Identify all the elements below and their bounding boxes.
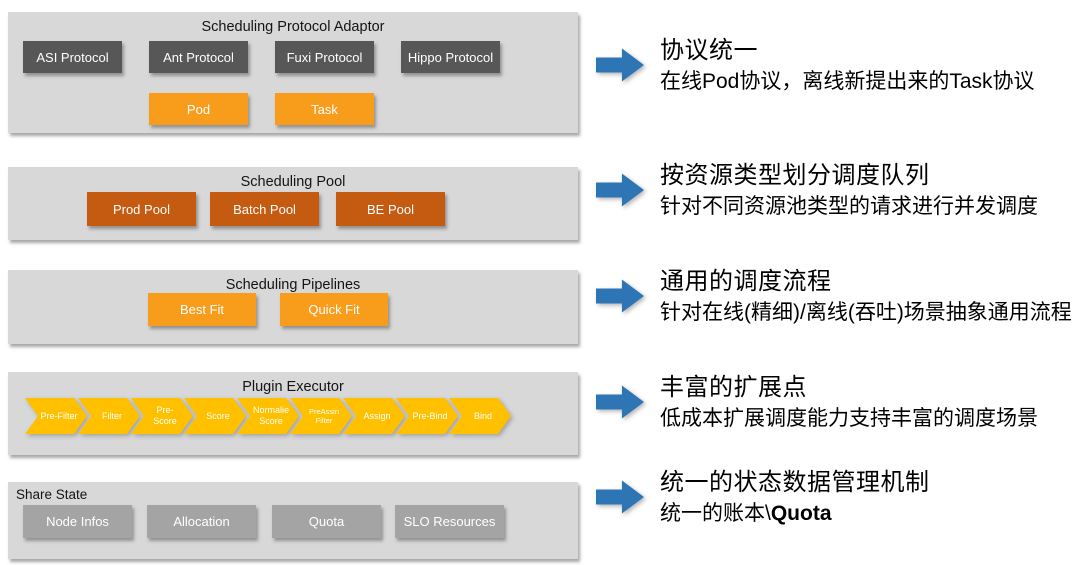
entity-box-pod: Pod [149,93,248,125]
stage-label: Score [206,410,230,421]
right-arrow-icon [596,479,644,515]
pool-box-batch: Batch Pool [210,192,319,226]
annotation-title: 协议统一 [660,36,758,64]
panel-title-scheduling-pipelines: Scheduling Pipelines [225,277,361,293]
stage-chevron-pre-bind: Pre-Bind [396,398,458,434]
right-arrow-icon [596,47,644,83]
state-box-node-infos: Node Infos [23,505,132,538]
right-arrow-icon [596,384,644,420]
stage-label: PreAssin [308,407,339,416]
protocol-box-hippo: Hippo Protocol [401,41,500,73]
annotation-extension-points: 丰富的扩展点 低成本扩展调度能力支持丰富的调度场景 [596,369,1038,435]
stage-label: Score [153,416,177,426]
stage-chevron-filter: Filter [78,398,140,434]
protocol-box-ant: Ant Protocol [149,41,248,73]
annotation-subtitle-bold: Quota [770,501,832,525]
pipeline-box-quick-fit: Quick Fit [280,293,388,326]
annotation-resource-queues: 按资源类型划分调度队列 针对不同资源池类型的请求进行并发调度 [596,157,1038,223]
panel-share-state: Share State Node Infos Allocation Quota … [8,482,578,559]
annotation-protocol-unification: 协议统一 在线Pod协议，离线新提出来的Task协议 [596,32,1035,98]
stage-label: Score [259,416,283,426]
panel-title-scheduling-pool: Scheduling Pool [240,174,346,190]
panel-scheduling-protocol-adaptor: Scheduling Protocol Adaptor ASI Protocol… [8,12,578,133]
stage-label: Pre- [156,405,174,416]
stage-chevron-pre-filter: Pre-Filter [25,398,87,434]
stage-chevron-assign: Assign [343,398,405,434]
stage-label: Filter [315,416,333,425]
stage-label: Pre-Bind [412,410,448,421]
stage-label: Filter [102,410,122,421]
stage-label: Assign [363,410,391,421]
protocol-box-asi: ASI Protocol [23,41,122,73]
entity-box-task: Task [275,93,374,125]
annotation-title: 统一的状态数据管理机制 [660,468,930,496]
stage-chevron-pre-score: Pre-Score [131,398,193,434]
pipeline-box-best-fit: Best Fit [148,293,256,326]
annotation-title: 通用的调度流程 [660,267,832,295]
state-box-allocation: Allocation [147,505,256,538]
annotation-title: 按资源类型划分调度队列 [660,161,930,189]
annotation-subtitle: 低成本扩展调度能力支持丰富的调度场景 [660,406,1038,430]
annotation-subtitle: 针对在线(精细)/离线(吞吐)场景抽象通用流程 [660,300,1072,324]
annotation-subtitle: 统一的账本\Quota [660,499,930,529]
stage-label: Bind [473,410,492,421]
panel-title-protocol-adaptor: Scheduling Protocol Adaptor [201,19,385,35]
annotation-subtitle: 针对不同资源池类型的请求进行并发调度 [660,194,1038,218]
panel-title-plugin-executor: Plugin Executor [242,379,344,395]
annotation-state-management: 统一的状态数据管理机制 统一的账本\Quota [596,464,930,530]
panel-scheduling-pool: Scheduling Pool Prod Pool Batch Pool BE … [8,167,578,240]
annotation-subtitle-text: 统一的账本\ [660,501,771,525]
annotation-generic-flow: 通用的调度流程 针对在线(精细)/离线(吞吐)场景抽象通用流程 [596,263,1072,329]
panel-plugin-executor: Plugin Executor Pre-Filter Filter Pre-Sc… [8,372,578,455]
protocol-box-fuxi: Fuxi Protocol [275,41,374,73]
stage-chevron-score: Score [184,398,246,434]
state-box-slo-resources: SLO Resources [395,505,504,538]
pool-box-be: BE Pool [336,192,445,226]
panel-title-share-state: Share State [16,487,88,502]
right-arrow-icon [596,278,644,314]
stage-chevron-bind: Bind [449,398,511,434]
annotation-subtitle: 在线Pod协议，离线新提出来的Task协议 [660,69,1035,93]
stage-label: Pre-Filter [40,410,78,421]
state-box-quota: Quota [272,505,381,538]
right-arrow-icon [596,172,644,208]
panel-scheduling-pipelines: Scheduling Pipelines Best Fit Quick Fit [8,270,578,344]
plugin-stage-pipeline: Pre-Filter Filter Pre-Score Score Normal… [25,398,511,434]
stage-label: Normalie [252,405,289,416]
annotation-title: 丰富的扩展点 [660,373,807,401]
pool-box-prod: Prod Pool [87,192,196,226]
